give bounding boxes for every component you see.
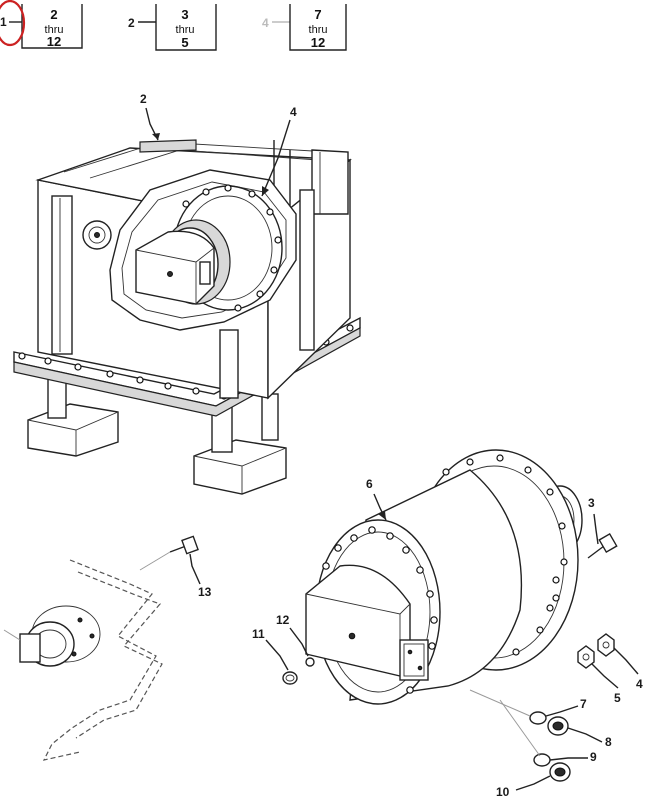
part-5-nut: 5: [577, 645, 621, 705]
part-3-bolt: 3: [587, 496, 618, 559]
callout-6-lower: 6: [366, 477, 387, 521]
svg-text:4: 4: [636, 677, 643, 691]
part-8-plug: 8: [547, 716, 612, 749]
index-box-top: 3: [181, 7, 188, 22]
index-box-thru: thru: [176, 24, 195, 36]
part-11-plug: 11: [252, 627, 298, 685]
index-box-2[interactable]: 2 3 thru 5: [128, 4, 217, 51]
index-box-bottom: 12: [47, 34, 61, 49]
highlight-circle: [0, 0, 26, 47]
svg-text:3: 3: [588, 496, 595, 510]
svg-text:6: 6: [366, 477, 373, 491]
svg-text:12: 12: [276, 613, 290, 627]
svg-text:5: 5: [614, 691, 621, 705]
index-box-thru: thru: [309, 24, 328, 36]
locator-sketch: [3, 559, 163, 761]
svg-text:11: 11: [252, 627, 265, 641]
planetary-hub-exploded: [305, 449, 583, 705]
index-box-top: 7: [314, 7, 321, 22]
svg-text:13: 13: [198, 585, 212, 599]
part-10-plug: 10: [496, 762, 571, 799]
index-box-bottom: 12: [311, 35, 325, 50]
index-box-thru: thru: [45, 24, 64, 36]
index-box-ref: 2: [128, 16, 135, 30]
hub-bolt-circle: [182, 184, 282, 312]
part-12-fitting: 12: [276, 613, 315, 667]
part-13-bolt: 13: [139, 535, 212, 599]
index-box-ref: 1: [0, 15, 7, 29]
part-7-ring: 7: [529, 697, 587, 725]
index-box-top: 2: [50, 7, 57, 22]
part-4-nut: 4: [597, 633, 643, 691]
svg-text:9: 9: [590, 750, 597, 764]
svg-text:4: 4: [290, 105, 297, 119]
callout-2-upper: 2: [140, 92, 160, 141]
index-box-3[interactable]: 4 7 thru 12: [262, 4, 347, 51]
gearbox-housing-assembly: [13, 139, 361, 495]
index-box-ref: 4: [262, 16, 269, 30]
index-box-bottom: 5: [181, 35, 188, 50]
svg-text:7: 7: [580, 697, 587, 711]
flange-bolt-holes: [442, 454, 568, 656]
callout-4-upper: 4: [261, 105, 297, 197]
svg-text:2: 2: [140, 92, 147, 106]
part-9-ring: 9: [533, 750, 597, 767]
svg-text:10: 10: [496, 785, 510, 799]
svg-text:8: 8: [605, 735, 612, 749]
index-box-1[interactable]: 1 2 thru 12: [0, 4, 83, 49]
